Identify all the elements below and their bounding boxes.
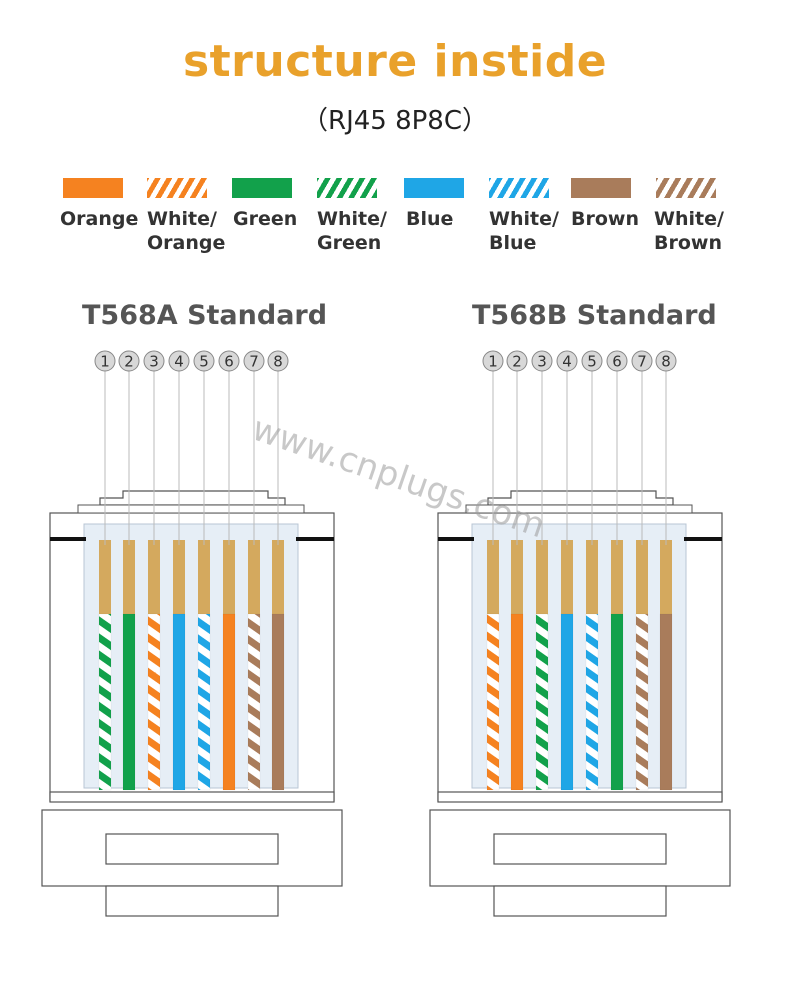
wire-white-blue — [585, 540, 599, 791]
pin-number: 1 — [94, 350, 116, 372]
legend-label: Brown — [571, 207, 639, 231]
pin-number-label: 8 — [273, 353, 283, 371]
pin-number-label: 1 — [488, 353, 498, 371]
pin-number: 3 — [143, 350, 165, 372]
legend-swatch — [63, 178, 123, 198]
wire-blue — [560, 540, 574, 791]
legend-label-line2: Brown — [654, 232, 722, 254]
pin-number-label: 3 — [537, 353, 547, 371]
legend-label-line1: White/ — [317, 208, 387, 230]
wire-white-orange — [147, 540, 161, 791]
pin-number: 3 — [531, 350, 553, 372]
wire-green — [122, 540, 136, 791]
pin-number-label: 7 — [637, 353, 647, 371]
pin-number: 8 — [267, 350, 289, 372]
pin-number: 5 — [193, 350, 215, 372]
legend-label-line1: Blue — [406, 208, 454, 230]
legend-label-line1: Orange — [60, 208, 139, 230]
legend-swatch — [404, 178, 464, 198]
pin-number: 4 — [556, 350, 578, 372]
pin-number-label: 6 — [224, 353, 234, 371]
pin-number: 8 — [655, 350, 677, 372]
wire-white-orange — [486, 540, 500, 791]
t568a-title: T568A Standard — [82, 300, 328, 331]
pin-number: 2 — [506, 350, 528, 372]
legend-label: White/Green — [317, 207, 387, 255]
pin-number-label: 7 — [249, 353, 259, 371]
page-subtitle: （RJ45 8P8C） — [302, 106, 488, 136]
wire-blue — [172, 540, 186, 791]
pin-number: 1 — [482, 350, 504, 372]
pin-number-label: 3 — [149, 353, 159, 371]
wire-green — [610, 540, 624, 791]
legend-label: Green — [233, 207, 297, 231]
legend-label-line2: Orange — [147, 232, 226, 254]
legend-label: Blue — [406, 207, 453, 231]
legend-label: Orange — [60, 207, 138, 231]
pin-number: 5 — [581, 350, 603, 372]
wire-white-brown — [247, 540, 261, 791]
wire-brown — [271, 540, 285, 791]
pin-number-label: 5 — [587, 353, 597, 371]
pin-number-label: 6 — [612, 353, 622, 371]
legend-label-line1: White/ — [147, 208, 217, 230]
wire-white-green — [535, 540, 549, 791]
pin-number: 6 — [218, 350, 240, 372]
legend-swatch — [317, 178, 377, 198]
legend-swatch — [656, 178, 716, 198]
pin-number: 7 — [631, 350, 653, 372]
legend-swatch — [489, 178, 549, 198]
legend-label-line1: White/ — [489, 208, 559, 230]
legend-swatch — [232, 178, 292, 198]
legend-label-line1: White/ — [654, 208, 724, 230]
pin-number-label: 4 — [562, 353, 572, 371]
wire-brown — [659, 540, 673, 791]
t568b-title: T568B Standard — [472, 300, 717, 331]
legend-swatch — [571, 178, 631, 198]
legend-label-line2: Blue — [489, 232, 537, 254]
legend-label-line1: Brown — [571, 208, 639, 230]
legend-label-line2: Green — [317, 232, 382, 254]
pin-number: 2 — [118, 350, 140, 372]
pin-number-label: 4 — [174, 353, 184, 371]
wire-orange — [222, 540, 236, 791]
legend-label: White/Brown — [654, 207, 724, 255]
legend-label: White/Blue — [489, 207, 559, 255]
wire-white-blue — [197, 540, 211, 791]
pin-number-label: 2 — [512, 353, 522, 371]
pin-number-label: 5 — [199, 353, 209, 371]
pin-number-label: 2 — [124, 353, 134, 371]
pin-number: 7 — [243, 350, 265, 372]
pin-number-label: 1 — [100, 353, 110, 371]
wire-orange — [510, 540, 524, 791]
pin-number: 6 — [606, 350, 628, 372]
wire-white-brown — [635, 540, 649, 791]
pin-number: 4 — [168, 350, 190, 372]
page-title: structure instide — [182, 36, 608, 87]
wire-white-green — [98, 540, 112, 791]
legend-label-line1: Green — [233, 208, 298, 230]
legend-label: White/Orange — [147, 207, 225, 255]
legend-swatch — [147, 178, 207, 198]
pin-number-label: 8 — [661, 353, 671, 371]
